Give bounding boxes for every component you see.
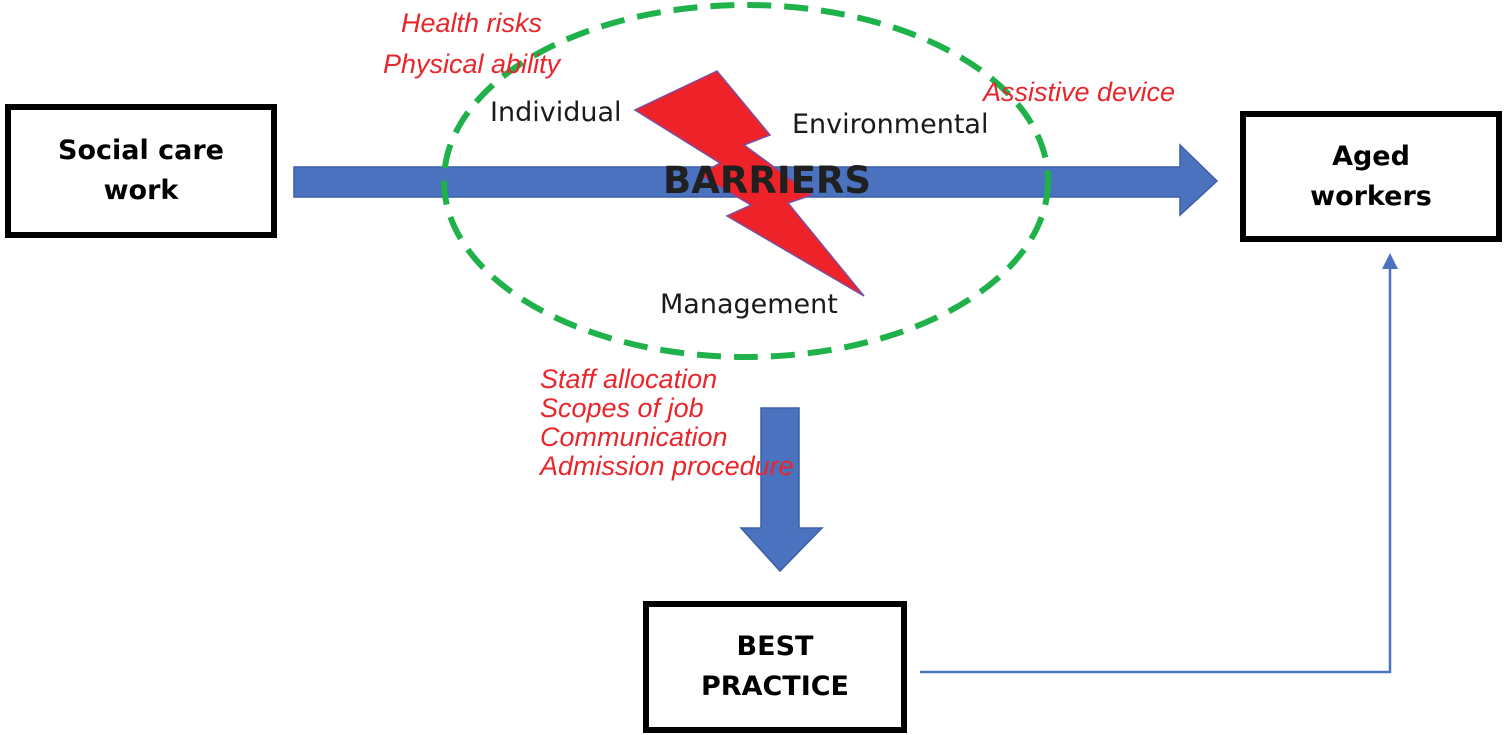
best-practice-box: BEST PRACTICE [643, 601, 907, 733]
social-care-work-box: Social care work [5, 104, 277, 238]
down-arrow [739, 407, 824, 573]
lightning-bolt-icon [633, 70, 865, 297]
factor-scopes-of-job: Scopes of job [540, 393, 704, 423]
social-care-work-label-line2: work [103, 175, 179, 206]
factor-admission-procedure: Admission procedure [540, 451, 794, 481]
individual-label: Individual [490, 97, 622, 128]
best-practice-label-line1: BEST [736, 631, 814, 662]
barriers-ellipse [441, 2, 1051, 360]
management-label: Management [660, 289, 838, 320]
best-practice-label-line2: PRACTICE [700, 671, 849, 702]
factor-staff-allocation: Staff allocation [540, 364, 718, 394]
aged-workers-label-line2: workers [1310, 180, 1432, 212]
factor-communication: Communication [540, 422, 728, 452]
social-care-work-label-line1: Social care [58, 135, 224, 166]
factor-physical-ability: Physical ability [383, 49, 561, 79]
management-factors-list: Staff allocation Scopes of job Communica… [540, 365, 794, 481]
factor-health-risks: Health risks [401, 8, 543, 38]
aged-workers-label-line1: Aged [1332, 140, 1410, 172]
factor-assistive-device: Assistive device [983, 77, 1176, 107]
aged-workers-box: Aged workers [1240, 111, 1502, 242]
environmental-label: Environmental [792, 109, 989, 140]
feedback-connector-line [920, 266, 1392, 674]
barriers-title: BARRIERS [663, 159, 871, 202]
feedback-arrowhead [1382, 253, 1398, 269]
